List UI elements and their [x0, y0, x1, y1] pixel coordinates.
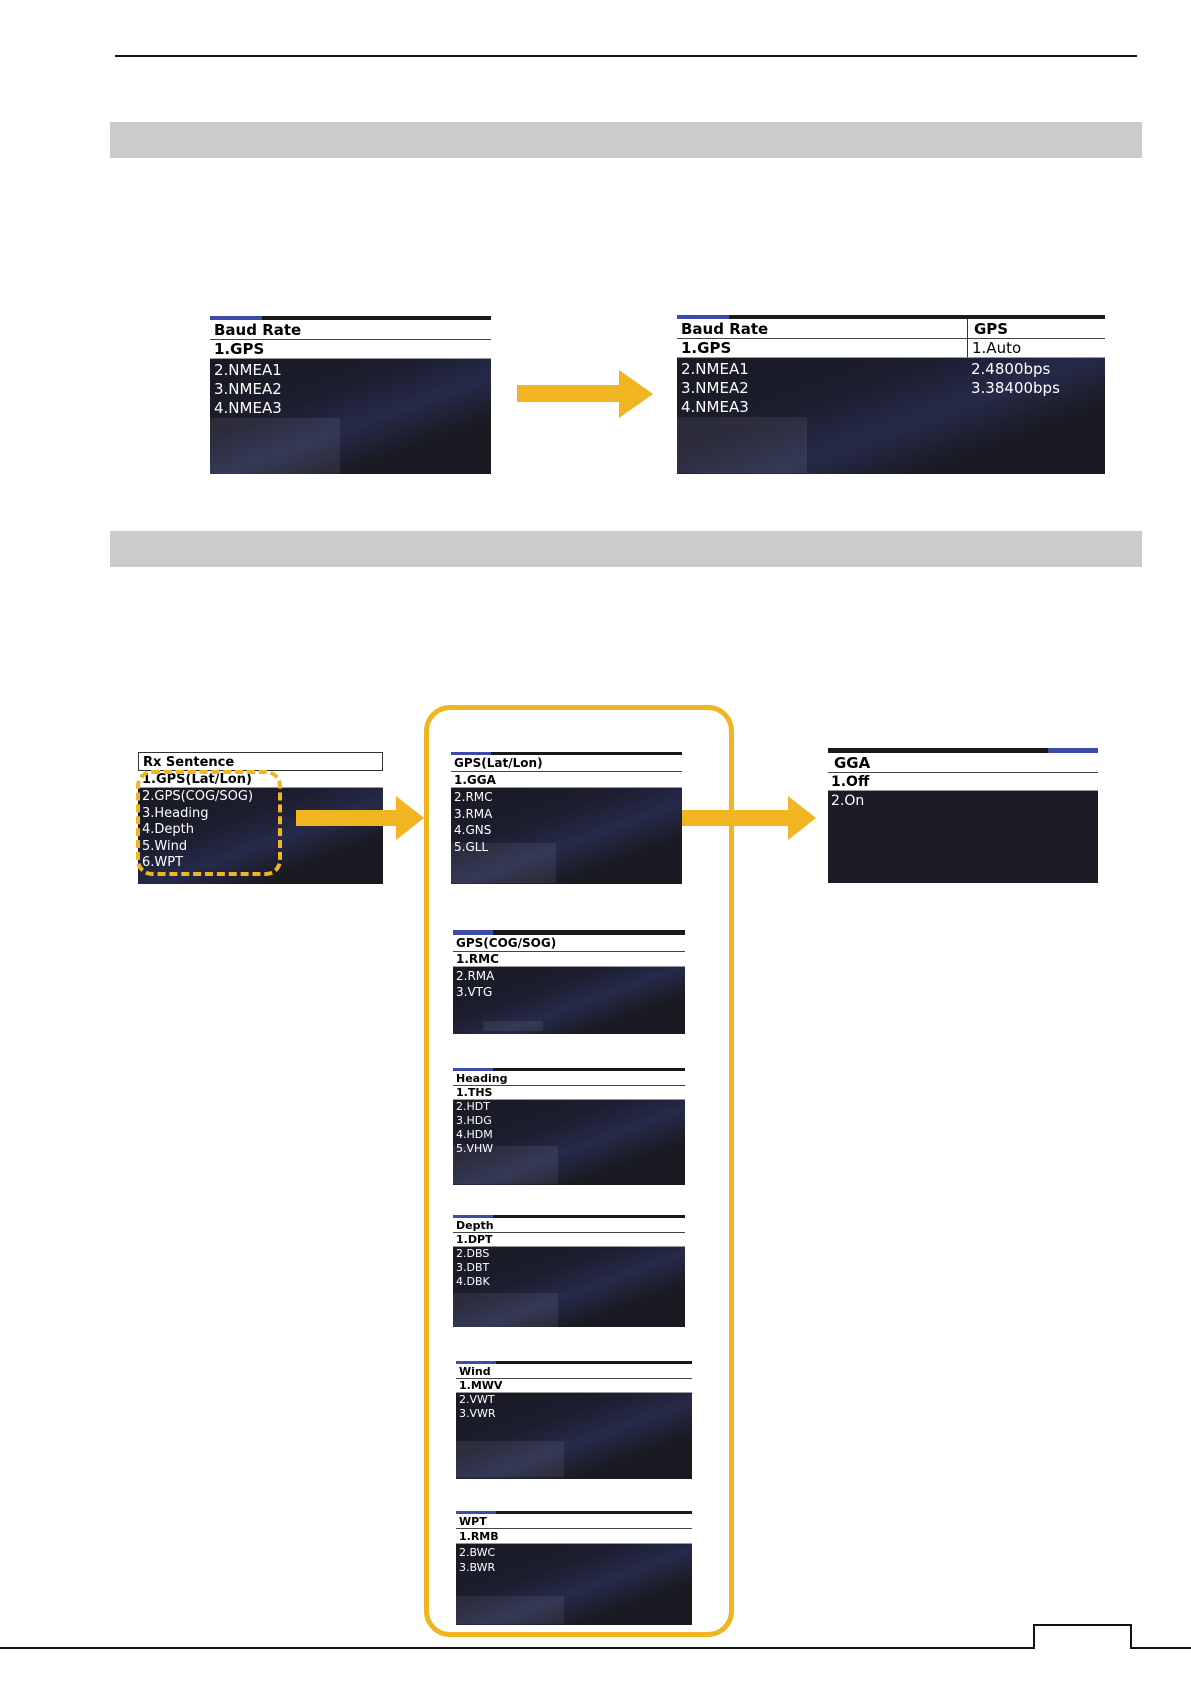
baud-rate-item-nmea2-2[interactable]: 3.NMEA2	[681, 379, 749, 397]
baud-rate-menu-title: Baud Rate	[210, 320, 491, 340]
submenu-item-dbk[interactable]: 4.DBK	[456, 1275, 490, 1288]
submenu-title: GPS(Lat/Lon)	[451, 755, 682, 772]
rx-item-wind[interactable]: 5.Wind	[142, 838, 188, 854]
submenu-item-vwt[interactable]: 2.VWT	[459, 1393, 495, 1406]
gps-item-4800bps[interactable]: 2.4800bps	[971, 360, 1051, 378]
gga-menu-title: GGA	[828, 753, 1098, 773]
section-heading-bar-2	[110, 531, 1142, 567]
submenu-item-rmb[interactable]: 1.RMB	[456, 1529, 692, 1544]
rx-item-depth[interactable]: 4.Depth	[142, 822, 194, 837]
baud-rate-item-nmea1[interactable]: 2.NMEA1	[214, 361, 282, 379]
section-heading-bar-1	[110, 122, 1142, 158]
baud-rate-item-nmea3[interactable]: 4.NMEA3	[214, 399, 282, 417]
submenu-item-dbs[interactable]: 2.DBS	[456, 1247, 490, 1260]
submenu-title: Wind	[456, 1364, 692, 1379]
footer-rule	[0, 1647, 1035, 1649]
submenu-item-hdt[interactable]: 2.HDT	[456, 1100, 490, 1113]
submenu-depth: Depth 1.DPT 2.DBS 3.DBT 4.DBK	[453, 1215, 685, 1327]
rx-sentence-menu-title: Rx Sentence	[138, 752, 383, 771]
submenu-item-vtg[interactable]: 3.VTG	[456, 985, 493, 999]
gga-item-on[interactable]: 2.On	[831, 793, 865, 809]
submenu-title: Heading	[453, 1071, 685, 1086]
submenu-item-gns[interactable]: 4.GNS	[454, 823, 492, 837]
submenu-wpt: WPT 1.RMB 2.BWC 3.BWR	[456, 1511, 692, 1625]
submenu-item-dbt[interactable]: 3.DBT	[456, 1261, 490, 1274]
rx-item-heading[interactable]: 3.Heading	[142, 805, 209, 821]
submenu-item-bwr[interactable]: 3.BWR	[459, 1561, 496, 1574]
submenu-item-gga[interactable]: 1.GGA	[451, 772, 682, 788]
submenu-heading: Heading 1.THS 2.HDT 3.HDG 4.HDM 5.VHW	[453, 1068, 685, 1185]
submenu-item-rmc[interactable]: 2.RMC	[454, 790, 493, 804]
baud-rate-item-nmea3-2[interactable]: 4.NMEA3	[681, 398, 749, 416]
footer-rule-right	[1130, 1647, 1191, 1649]
submenu-item-rmc[interactable]: 1.RMC	[453, 952, 685, 967]
submenu-item-gll[interactable]: 5.GLL	[454, 839, 489, 854]
submenu-item-vwr[interactable]: 3.VWR	[459, 1407, 496, 1420]
submenu-item-vhw[interactable]: 5.VHW	[456, 1142, 494, 1155]
rx-item-wpt[interactable]: 6.WPT	[142, 855, 184, 870]
submenu-item-hdg[interactable]: 3.HDG	[456, 1114, 492, 1127]
submenu-title: WPT	[456, 1514, 692, 1529]
arrow-right-icon	[682, 796, 816, 840]
gps-item-38400bps[interactable]: 3.38400bps	[971, 379, 1060, 397]
submenu-gps-cog-sog: GPS(COG/SOG) 1.RMC 2.RMA 3.VTG	[453, 930, 685, 1034]
gps-submenu-title: GPS	[967, 319, 1105, 339]
header-rule	[115, 55, 1137, 57]
arrow-right-icon	[517, 370, 653, 418]
baud-rate-menu: Baud Rate 1.GPS 2.NMEA1 3.NMEA2 4.NMEA3	[210, 316, 491, 474]
submenu-item-hdm[interactable]: 4.HDM	[456, 1128, 493, 1141]
submenu-item-rma[interactable]: 3.RMA	[454, 806, 493, 821]
submenu-group-frame	[424, 705, 734, 1637]
submenu-item-ths[interactable]: 1.THS	[453, 1086, 685, 1100]
submenu-item-mwv[interactable]: 1.MWV	[456, 1379, 692, 1393]
arrow-right-icon	[296, 796, 424, 840]
baud-rate-item-gps[interactable]: 1.GPS	[210, 340, 491, 359]
submenu-item-rma[interactable]: 2.RMA	[456, 969, 495, 983]
submenu-wind: Wind 1.MWV 2.VWT 3.VWR	[456, 1361, 692, 1479]
baud-rate-item-nmea1-2[interactable]: 2.NMEA1	[681, 360, 749, 378]
baud-rate-gps-menu: Baud Rate GPS 1.GPS 1.Auto 2.NMEA1 3.NME…	[677, 315, 1105, 474]
submenu-item-bwc[interactable]: 2.BWC	[459, 1546, 496, 1559]
submenu-gps-lat-lon: GPS(Lat/Lon) 1.GGA 2.RMC 3.RMA 4.GNS 5.G…	[451, 752, 682, 884]
gga-menu: GGA 1.Off 2.On	[828, 748, 1098, 883]
rx-item-gps-lat-lon[interactable]: 1.GPS(Lat/Lon)	[138, 771, 383, 788]
baud-rate-item-gps-2[interactable]: 1.GPS	[677, 339, 967, 358]
baud-rate-item-nmea2[interactable]: 3.NMEA2	[214, 380, 282, 398]
submenu-title: GPS(COG/SOG)	[453, 935, 685, 952]
gps-item-auto[interactable]: 1.Auto	[967, 339, 1105, 358]
page-number-tab	[1033, 1624, 1132, 1649]
baud-rate-menu-title-2: Baud Rate	[677, 319, 967, 339]
submenu-item-dpt[interactable]: 1.DPT	[453, 1233, 685, 1247]
gga-item-off[interactable]: 1.Off	[828, 773, 1098, 791]
highlight-dashed-box	[136, 770, 282, 876]
submenu-title: Depth	[453, 1218, 685, 1233]
rx-item-gps-cog-sog[interactable]: 2.GPS(COG/SOG)	[142, 789, 254, 804]
